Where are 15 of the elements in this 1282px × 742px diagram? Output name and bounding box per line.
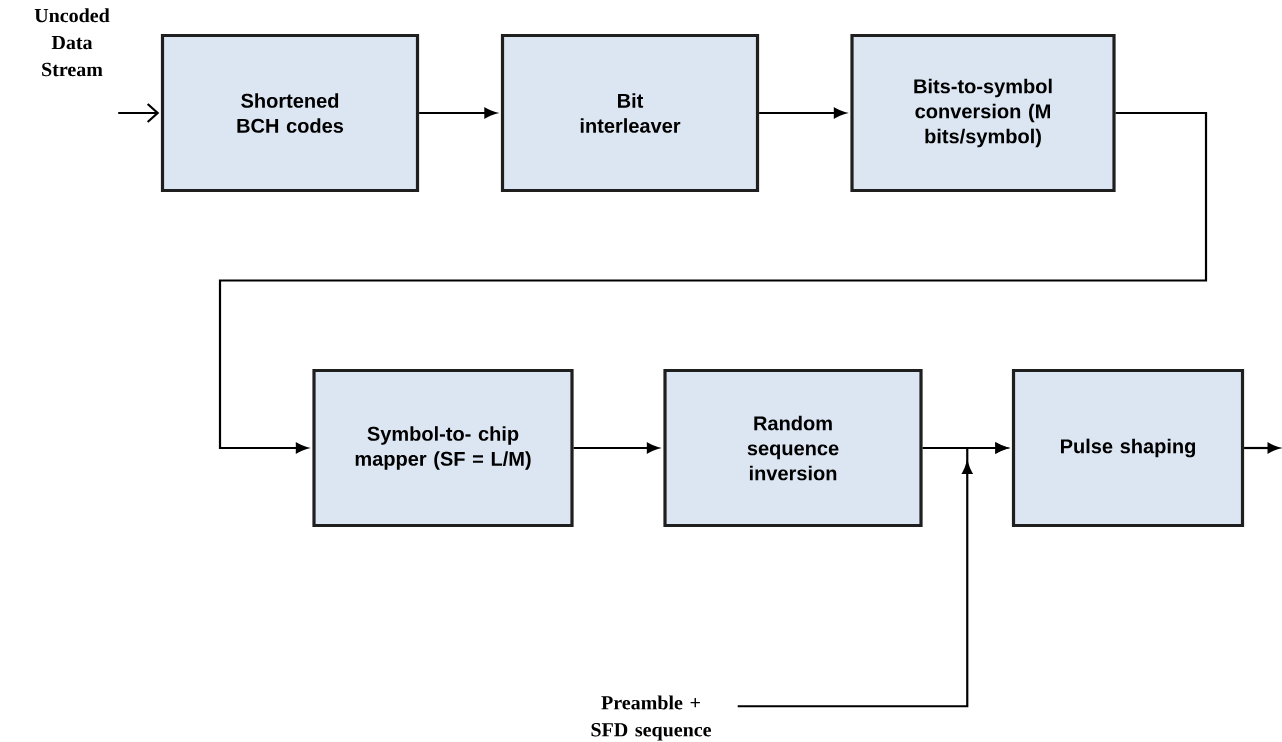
process-box: Random sequence inversion [663, 368, 923, 528]
process-box: Pulse shaping [1011, 368, 1245, 528]
input-label: Uncoded Data Stream [34, 8, 110, 77]
process-box: Shortened BCH codes [160, 33, 420, 193]
arrow [218, 111, 1208, 454]
arrow [573, 442, 659, 454]
process-box: Symbol-to- chip mapper (SF = L/M) [312, 368, 574, 528]
process-box: Bit interleaver [500, 33, 760, 193]
arrow [1244, 442, 1280, 454]
arrow [759, 107, 846, 119]
process-box: Bits-to-symbol conversion (M bits/symbol) [850, 33, 1116, 193]
arrow [118, 103, 160, 123]
input-label: Preamble + SFD sequence [591, 695, 712, 741]
arrow [737, 442, 1008, 708]
arrow [419, 107, 497, 119]
